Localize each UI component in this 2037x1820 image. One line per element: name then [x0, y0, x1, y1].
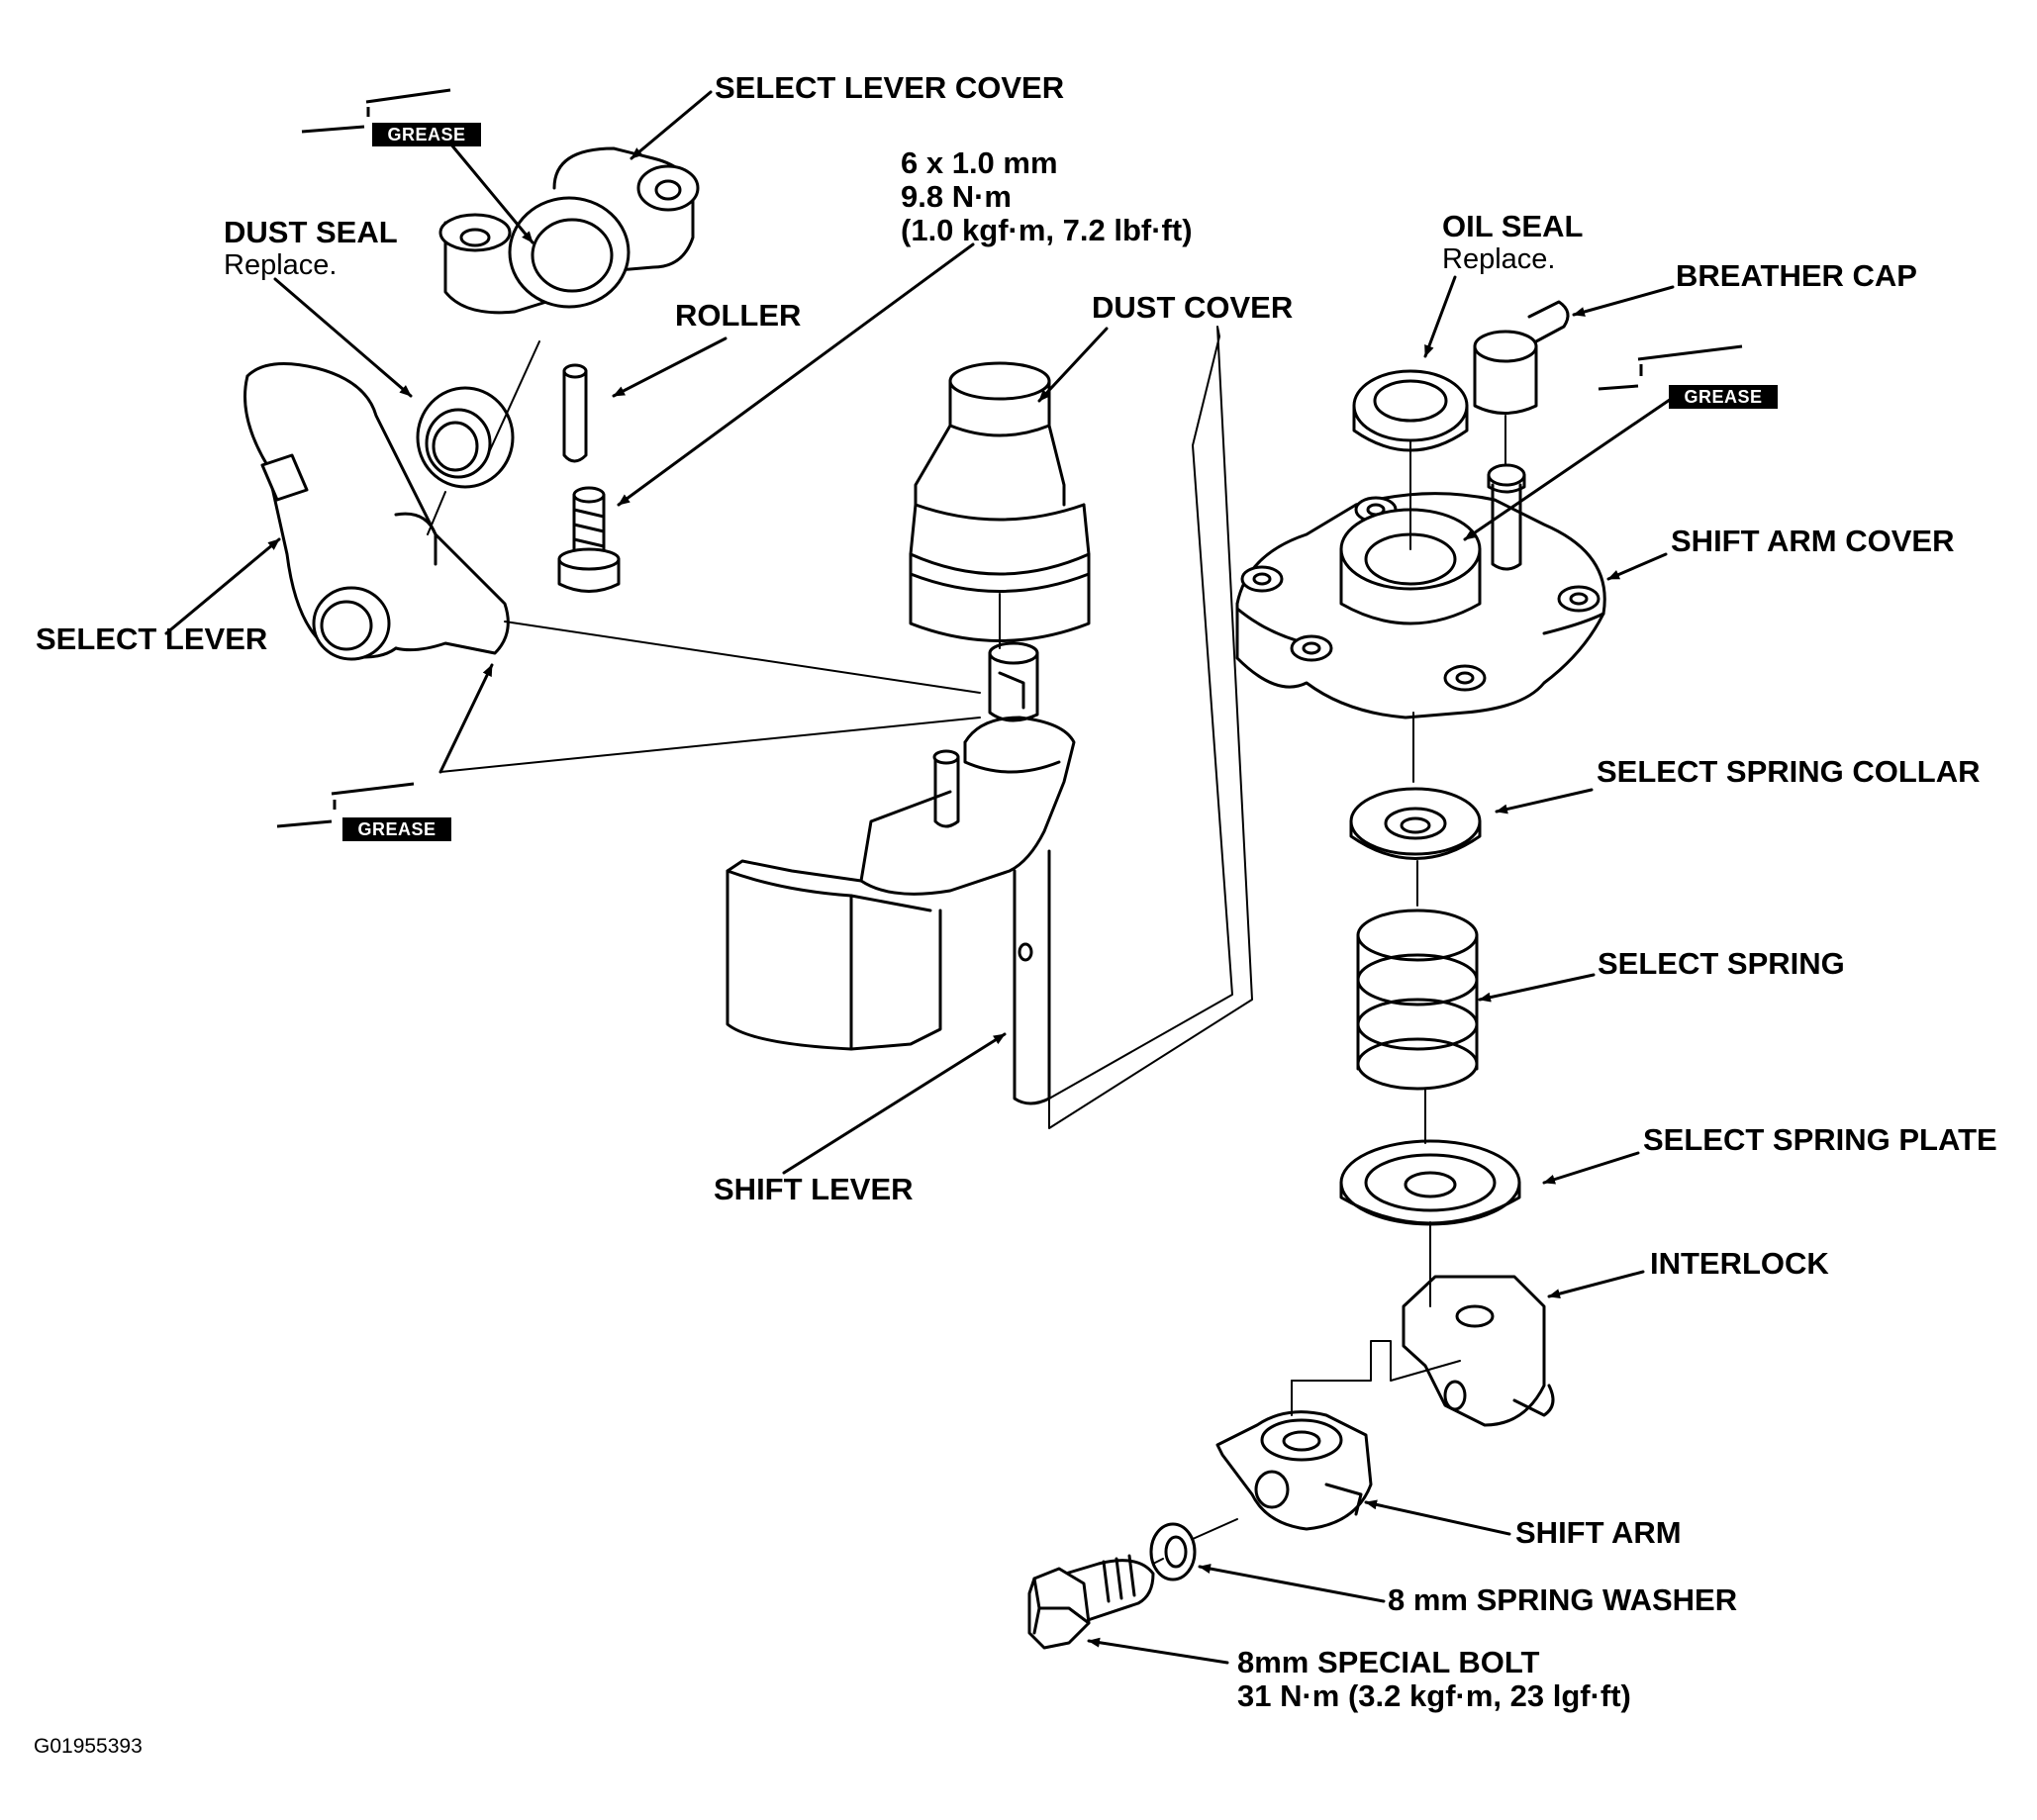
leader-dust-cover — [1037, 327, 1109, 403]
label-spring-washer: 8 mm SPRING WASHER — [1388, 1582, 1738, 1617]
dust-seal-part — [416, 386, 515, 489]
shift-lever-part — [726, 641, 1076, 1105]
label-dust-cover: DUST COVER — [1092, 290, 1294, 325]
label-shift-lever: SHIFT LEVER — [714, 1172, 914, 1206]
bolt-6mm-part — [557, 486, 621, 593]
leader-shift-lever — [782, 1032, 1007, 1175]
select-spring-part — [1356, 909, 1479, 1091]
label-select-spring: SELECT SPRING — [1598, 946, 1845, 981]
label-oil-seal: OIL SEAL Replace. — [1442, 209, 1584, 276]
dust-cover-part — [909, 361, 1091, 642]
shift-arm-cover-part — [1235, 463, 1606, 719]
figure-code: G01955393 — [34, 1735, 143, 1758]
grease-guns — [276, 88, 1743, 828]
select-spring-collar-part — [1349, 787, 1482, 860]
leader-grease-cover — [448, 142, 534, 244]
leader-select-lever — [164, 537, 281, 635]
leader-interlock — [1547, 1270, 1645, 1299]
leader-grease-lever — [438, 663, 494, 774]
label-breather-cap: BREATHER CAP — [1676, 258, 1917, 293]
oil-seal-part — [1352, 369, 1469, 452]
special-bolt-torque: 31 N·m (3.2 kgf·m, 23 lgf·ft) — [1237, 1678, 1631, 1713]
label-interlock: INTERLOCK — [1650, 1246, 1829, 1281]
shift-arm-part — [1215, 1410, 1373, 1531]
leader-select-lever-cover — [630, 90, 713, 160]
leader-bolt-6mm — [617, 242, 975, 507]
leader-shift-arm-cover — [1606, 552, 1668, 581]
leader-dust-seal — [273, 277, 413, 398]
special-bolt-part — [1027, 1554, 1155, 1650]
label-special-bolt: 8mm SPECIAL BOLT 31 N·m (3.2 kgf·m, 23 l… — [1237, 1646, 1631, 1713]
leader-spring-washer — [1198, 1564, 1386, 1603]
leader-grease-oil-seal — [1463, 389, 1685, 541]
bolt-spec-torque: 9.8 N·m — [901, 179, 1012, 214]
dust-seal-note: Replace. — [224, 249, 338, 281]
grease-tag-lever: GREASE — [287, 792, 465, 845]
label-shift-arm: SHIFT ARM — [1515, 1515, 1682, 1550]
dust-seal-name: DUST SEAL — [224, 215, 398, 249]
leader-select-spring — [1478, 973, 1596, 1003]
grease-label: GREASE — [1669, 385, 1778, 409]
select-lever-cover-part — [438, 146, 700, 315]
leader-oil-seal — [1423, 275, 1457, 358]
grease-tag-oil-seal: GREASE — [1613, 359, 1792, 413]
bolt-spec-torque-alt: (1.0 kgf·m, 7.2 lbf·ft) — [901, 213, 1193, 247]
special-bolt-name: 8mm SPECIAL BOLT — [1237, 1645, 1540, 1679]
oil-seal-note: Replace. — [1442, 243, 1556, 275]
oil-seal-name: OIL SEAL — [1442, 209, 1584, 243]
label-select-lever: SELECT LEVER — [36, 622, 268, 656]
label-select-spring-collar: SELECT SPRING COLLAR — [1597, 754, 1981, 789]
grease-label: GREASE — [342, 817, 451, 841]
leader-select-spring-plate — [1542, 1151, 1640, 1185]
grease-label: GREASE — [372, 123, 481, 146]
breather-cap-part — [1473, 300, 1570, 415]
bolt-spec-size: 6 x 1.0 mm — [901, 145, 1058, 180]
select-lever-part — [243, 362, 510, 661]
leader-roller — [612, 336, 728, 398]
assembly-lines — [427, 326, 1506, 1565]
leader-lines — [164, 90, 1685, 1665]
label-select-spring-plate: SELECT SPRING PLATE — [1643, 1122, 1997, 1157]
label-bolt-spec: 6 x 1.0 mm 9.8 N·m (1.0 kgf·m, 7.2 lbf·f… — [901, 146, 1193, 247]
label-shift-arm-cover: SHIFT ARM COVER — [1671, 524, 1955, 558]
label-select-lever-cover: SELECT LEVER COVER — [715, 70, 1065, 105]
interlock-part — [1402, 1275, 1555, 1427]
spring-washer-part — [1149, 1522, 1197, 1581]
leader-shift-arm — [1364, 1499, 1511, 1536]
roller-part — [562, 363, 588, 463]
leader-breather-cap — [1572, 285, 1675, 317]
select-spring-plate-part — [1339, 1139, 1521, 1226]
leader-select-spring-collar — [1495, 788, 1594, 814]
grease-tag-cover: GREASE — [317, 97, 495, 150]
leader-special-bolt — [1087, 1637, 1229, 1665]
label-dust-seal: DUST SEAL Replace. — [224, 215, 398, 282]
label-roller: ROLLER — [675, 298, 802, 333]
